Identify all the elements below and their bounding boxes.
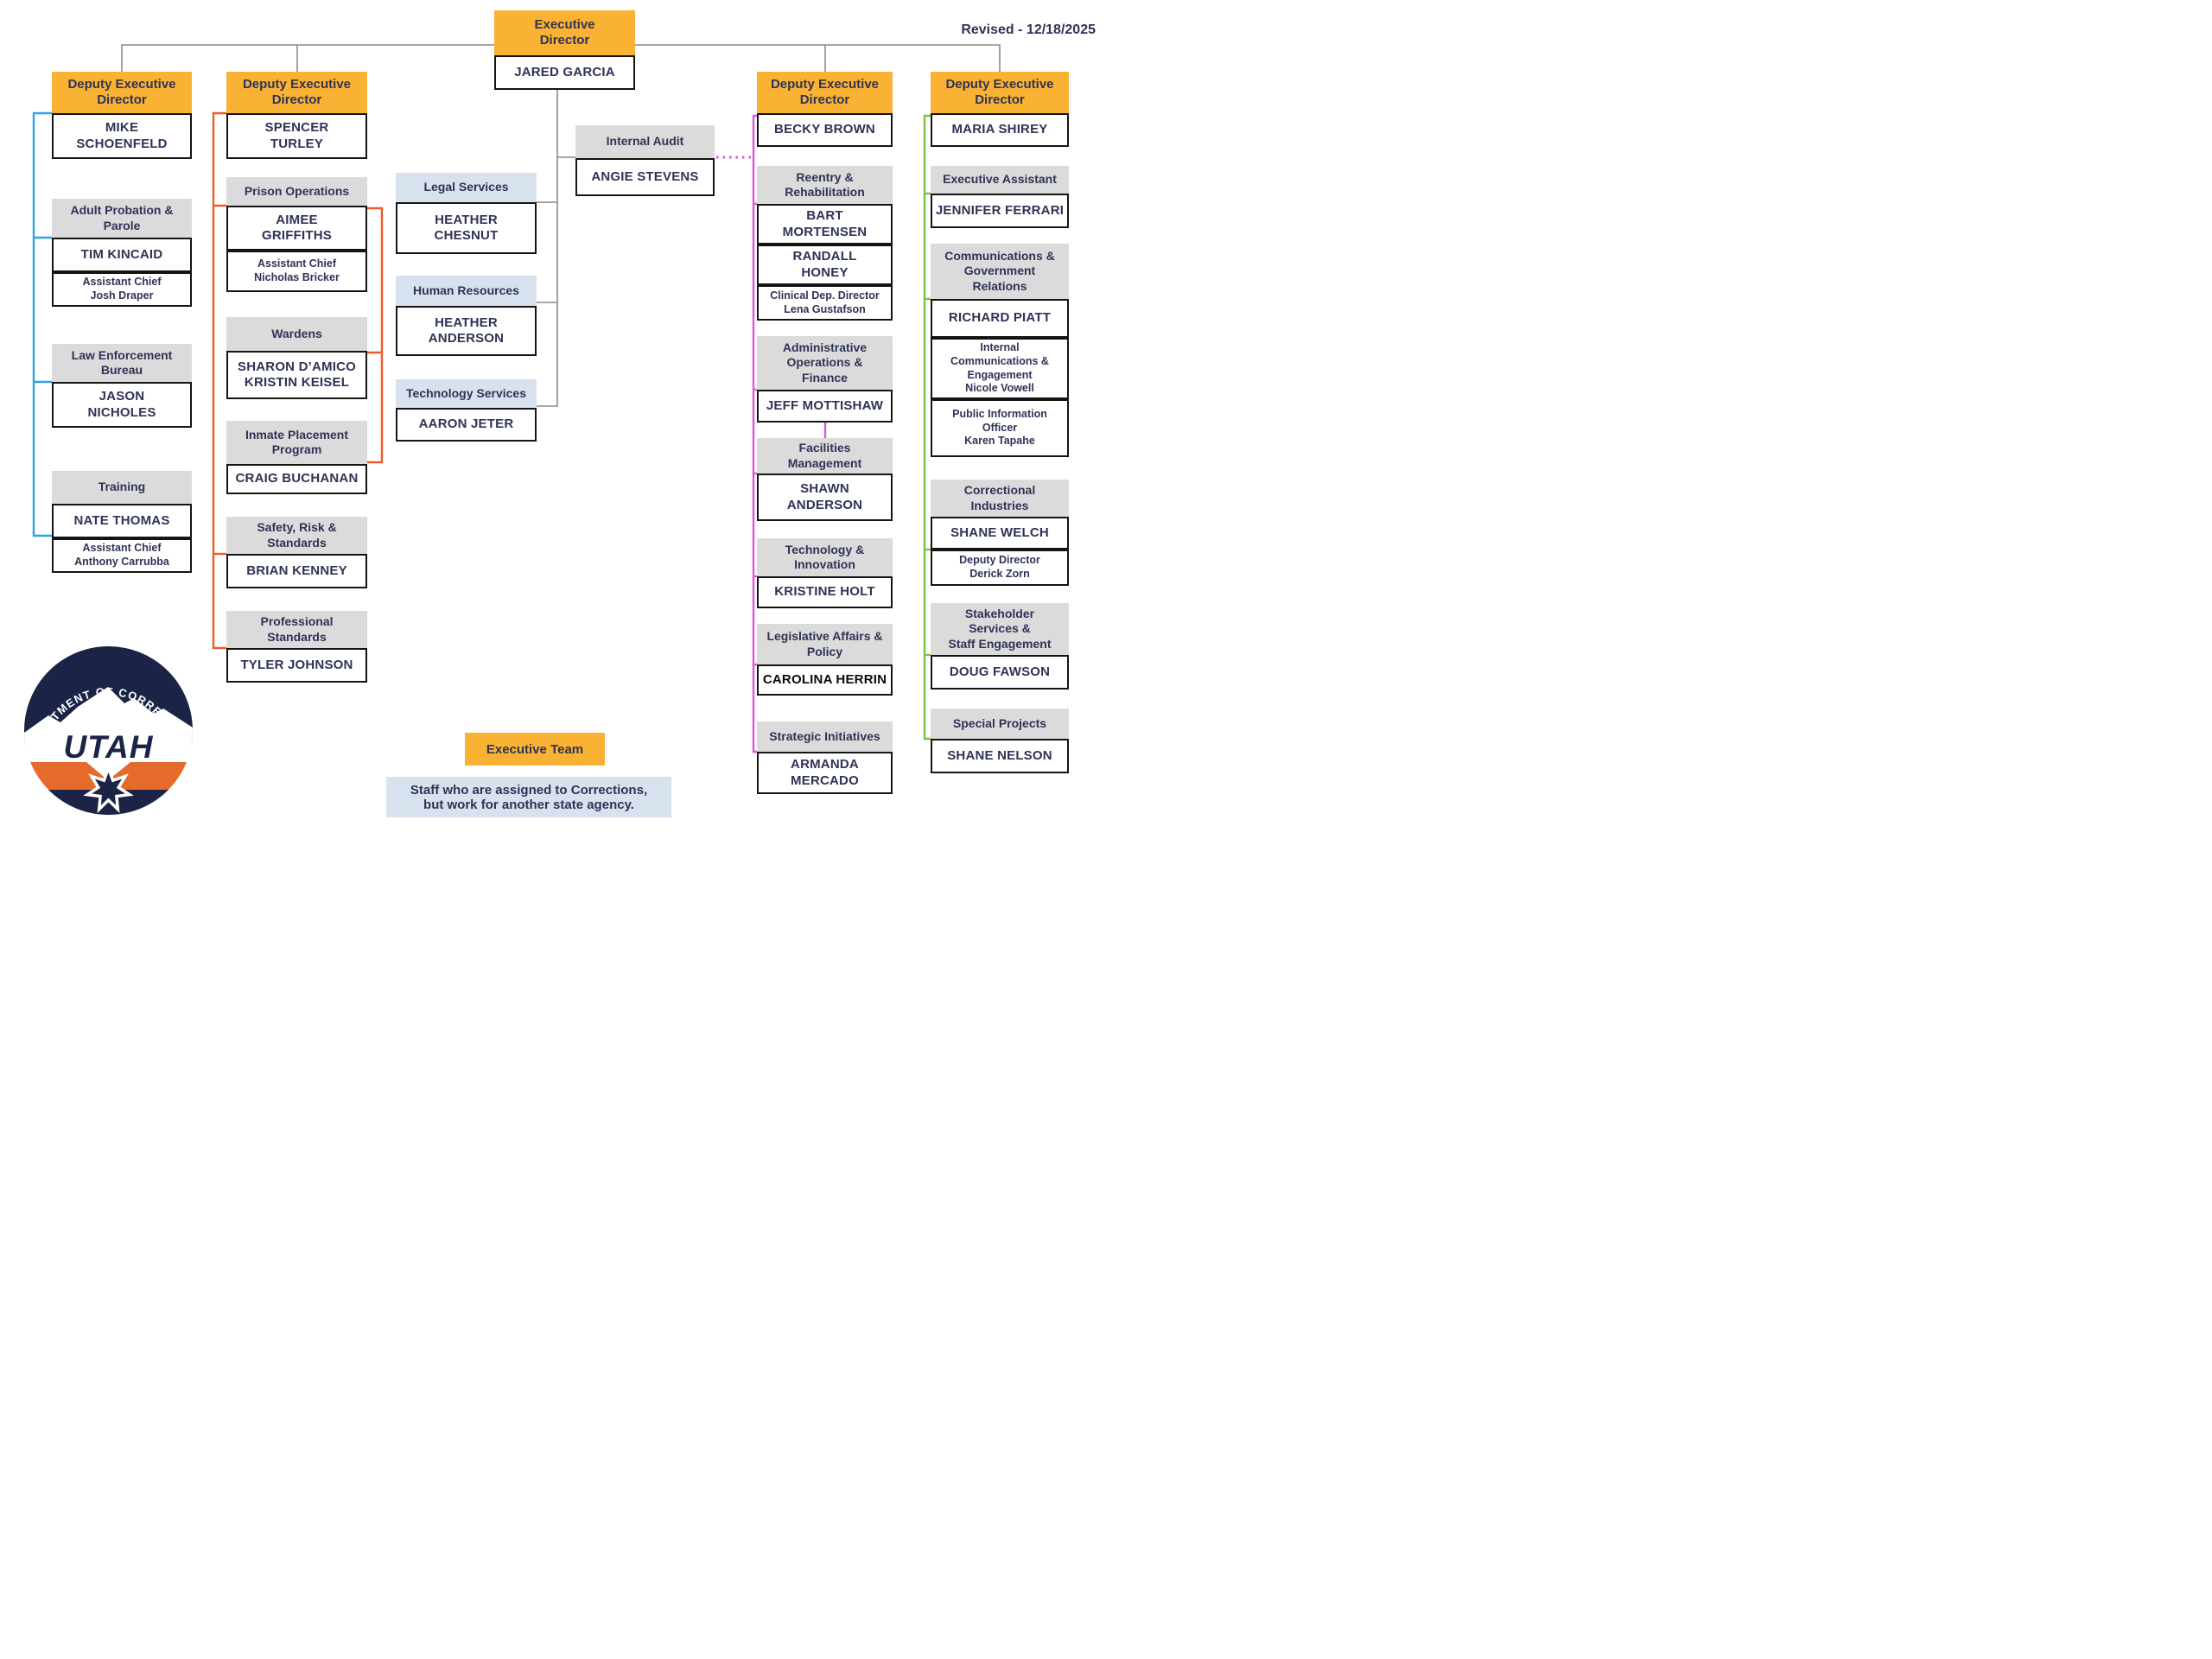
org-box-randall: RANDALL HONEY (757, 245, 893, 285)
org-box-executive: Executive Director (494, 10, 635, 55)
dept-header-facilities: Facilities Management (757, 438, 893, 474)
dept-header-technology: Technology & Innovation (757, 538, 893, 576)
org-box-spencer: SPENCER TURLEY (226, 113, 367, 159)
org-box-nate-thomas: NATE THOMAS (52, 504, 192, 538)
dept-header-human-resources: Human Resources (396, 276, 537, 306)
org-box-angie-stevens: ANGIE STEVENS (575, 158, 715, 196)
org-box-deputy-executive: Deputy Executive Director (757, 72, 893, 113)
org-box-deputy-executive: Deputy Executive Director (226, 72, 367, 113)
utah-doc-logo: DEPARTMENT OF CORRECTIONS UTAH (24, 646, 193, 815)
legend-executive-team: Executive Team (465, 733, 605, 766)
org-box-bart: BART MORTENSEN (757, 204, 893, 245)
dept-header-legislative-affairs: Legislative Affairs & Policy (757, 624, 893, 664)
org-box-jared-garcia: JARED GARCIA (494, 55, 635, 90)
dept-header-correctional: Correctional Industries (931, 480, 1069, 517)
org-box-becky-brown: BECKY BROWN (757, 113, 893, 147)
org-box-assistant-chief: Assistant Chief Nicholas Bricker (226, 251, 367, 292)
dept-header-adult-probation: Adult Probation & Parole (52, 199, 192, 238)
org-box-deputy-executive: Deputy Executive Director (52, 72, 192, 113)
dept-header-administrative: Administrative Operations & Finance (757, 336, 893, 390)
logo-star (83, 763, 134, 814)
org-box-kristine-holt: KRISTINE HOLT (757, 576, 893, 608)
org-box-armanda: ARMANDA MERCADO (757, 752, 893, 794)
org-box-tyler-johnson: TYLER JOHNSON (226, 648, 367, 683)
org-box-maria-shirey: MARIA SHIREY (931, 113, 1069, 147)
logo-mountains (24, 687, 193, 762)
org-box-deputy-director: Deputy Director Derick Zorn (931, 550, 1069, 586)
org-box-heather: HEATHER ANDERSON (396, 306, 537, 356)
legend-assigned-staff-note: Staff who are assigned to Corrections, b… (386, 777, 671, 817)
dept-header-law-enforcement: Law Enforcement Bureau (52, 344, 192, 382)
org-box-aaron-jeter: AARON JETER (396, 408, 537, 442)
orange-connectors (212, 111, 384, 650)
org-box-heather: HEATHER CHESNUT (396, 202, 537, 254)
dept-header-technology-services: Technology Services (396, 379, 537, 408)
org-box-jeff-mottishaw: JEFF MOTTISHAW (757, 390, 893, 423)
org-box-richard-piatt: RICHARD PIATT (931, 299, 1069, 338)
org-box-aimee: AIMEE GRIFFITHS (226, 206, 367, 251)
dept-header-stakeholder: Stakeholder Services & Staff Engagement (931, 603, 1069, 655)
dept-header-professional: Professional Standards (226, 611, 367, 648)
org-box-shane-welch: SHANE WELCH (931, 517, 1069, 550)
dept-header-wardens: Wardens (226, 317, 367, 351)
dept-header-communications: Communications & Government Relations (931, 244, 1069, 299)
revised-date-label: Revised - 12/18/2025 (961, 22, 1096, 37)
org-box-internal: Internal Communications & Engagement Nic… (931, 338, 1069, 399)
dept-header-internal-audit: Internal Audit (575, 125, 715, 158)
green-connectors (923, 114, 931, 741)
org-box-clinical-dep-director: Clinical Dep. Director Lena Gustafson (757, 285, 893, 321)
org-box-brian-kenney: BRIAN KENNEY (226, 554, 367, 588)
dept-header-executive-assistant: Executive Assistant (931, 166, 1069, 194)
org-box-craig-buchanan: CRAIG BUCHANAN (226, 464, 367, 494)
dept-header-training: Training (52, 471, 192, 504)
org-box-jason: JASON NICHOLES (52, 382, 192, 428)
dept-header-safety-risk: Safety, Risk & Standards (226, 517, 367, 554)
org-box-doug-fawson: DOUG FAWSON (931, 655, 1069, 690)
dept-header-prison-operations: Prison Operations (226, 177, 367, 206)
org-box-jennifer-ferrari: JENNIFER FERRARI (931, 194, 1069, 228)
org-box-mike: MIKE SCHOENFELD (52, 113, 192, 159)
magenta-connectors (716, 114, 827, 753)
dept-header-reentry: Reentry & Rehabilitation (757, 166, 893, 204)
dept-header-inmate-placement: Inmate Placement Program (226, 421, 367, 464)
org-box-deputy-executive: Deputy Executive Director (931, 72, 1069, 113)
org-box-assistant-chief: Assistant Chief Anthony Carrubba (52, 538, 192, 573)
logo-orange-band (24, 762, 193, 790)
blue-connectors (32, 111, 52, 537)
org-box-sharon-d-amico: SHARON D’AMICO KRISTIN KEISEL (226, 351, 367, 399)
org-box-shane-nelson: SHANE NELSON (931, 739, 1069, 773)
dept-header-special-projects: Special Projects (931, 709, 1069, 739)
org-box-assistant-chief: Assistant Chief Josh Draper (52, 272, 192, 307)
org-box-shawn: SHAWN ANDERSON (757, 474, 893, 521)
dept-header-legal-services: Legal Services (396, 173, 537, 202)
dept-header-strategic-initiatives: Strategic Initiatives (757, 721, 893, 752)
org-box-carolina-herrin: CAROLINA HERRIN (757, 664, 893, 696)
org-box-public-information: Public Information Officer Karen Tapahe (931, 399, 1069, 457)
connector-lines (32, 44, 1001, 753)
logo-state-text: UTAH (63, 729, 153, 765)
org-box-tim-kincaid: TIM KINCAID (52, 238, 192, 272)
